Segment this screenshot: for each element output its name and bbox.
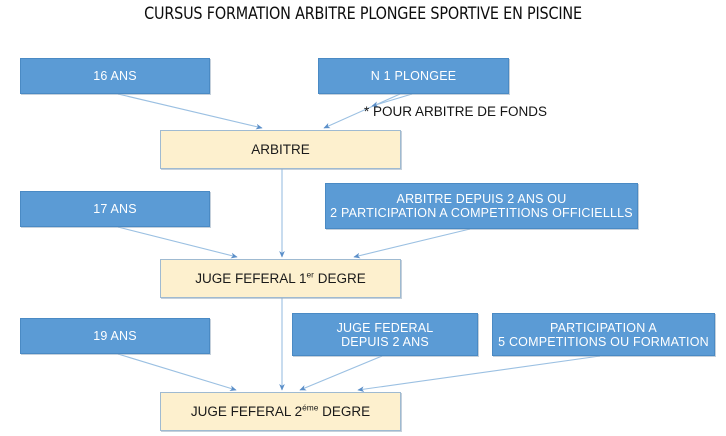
node-juge-federal-2eme-degre[interactable]: JUGE FEFERAL 2éme DEGRE — [160, 392, 401, 431]
node-arbitre-depuis-2-ans[interactable]: ARBITRE DEPUIS 2 ANS OU 2 PARTICIPATION … — [325, 183, 638, 229]
edge-age16-to-arbitre — [117, 93, 263, 130]
edge-age19-to-juge2eme — [117, 353, 237, 392]
node-juge-federal-1er-degre[interactable]: JUGE FEFERAL 1er DEGRE — [160, 259, 401, 298]
page-title: CURSUS FORMATION ARBITRE PLONGEE SPORTIV… — [144, 4, 582, 24]
node-age-19-label: 19 ANS — [93, 329, 137, 343]
node-age-17-label: 17 ANS — [93, 202, 137, 216]
node-juge-1er-ordinal: er — [306, 269, 314, 280]
node-participation-5-competitions[interactable]: PARTICIPATION A 5 COMPETITIONS OU FORMAT… — [492, 313, 715, 356]
node-age-17[interactable]: 17 ANS — [20, 191, 210, 227]
node-arbitre[interactable]: ARBITRE — [160, 130, 401, 169]
node-juge-federal-2ans-line1: JUGE FEDERAL — [336, 320, 434, 335]
edge-arbitredepuis-to-juge1er — [353, 228, 471, 259]
node-juge-2eme-label: JUGE FEFERAL 2éme DEGRE — [187, 402, 374, 419]
node-juge-2eme-ordinal: éme — [302, 402, 319, 413]
node-age-16[interactable]: 16 ANS — [20, 58, 210, 94]
node-n1-plongee-label: N 1 PLONGEE — [370, 69, 457, 83]
node-age-19[interactable]: 19 ANS — [20, 318, 210, 354]
node-juge-2eme-text-post: DEGRE — [318, 403, 371, 419]
node-participation-line1: PARTICIPATION A — [550, 320, 657, 335]
node-arbitre-depuis-line2: 2 PARTICIPATION A COMPETITIONS OFFICIELL… — [330, 206, 633, 220]
edge-participation5-to-juge2eme — [357, 355, 601, 393]
node-juge-2eme-text-pre: JUGE FEFERAL 2 — [190, 403, 303, 419]
node-arbitre-label: ARBITRE — [251, 141, 310, 157]
node-arbitre-depuis-line1: ARBITRE DEPUIS 2 ANS OU — [396, 192, 567, 206]
footnote-pour-arbitre-de-fonds: * POUR ARBITRE DE FONDS — [364, 104, 548, 119]
edge-age17-to-juge1er — [117, 226, 238, 259]
node-juge-1er-text-post: DEGRE — [313, 270, 366, 286]
edge-jugefederal2ans-to-juge2eme — [299, 355, 383, 391]
node-juge-federal-2ans-line2: DEPUIS 2 ANS — [341, 334, 429, 349]
node-juge-1er-label: JUGE FEFERAL 1er DEGRE — [191, 269, 369, 286]
node-participation-line2: 5 COMPETITIONS OU FORMATION — [498, 334, 709, 349]
node-age-16-label: 16 ANS — [93, 69, 137, 83]
node-n1-plongee[interactable]: N 1 PLONGEE — [318, 58, 509, 94]
node-juge-1er-text-pre: JUGE FEFERAL 1 — [195, 270, 307, 286]
node-juge-federal-depuis-2-ans[interactable]: JUGE FEDERAL DEPUIS 2 ANS — [292, 313, 478, 356]
